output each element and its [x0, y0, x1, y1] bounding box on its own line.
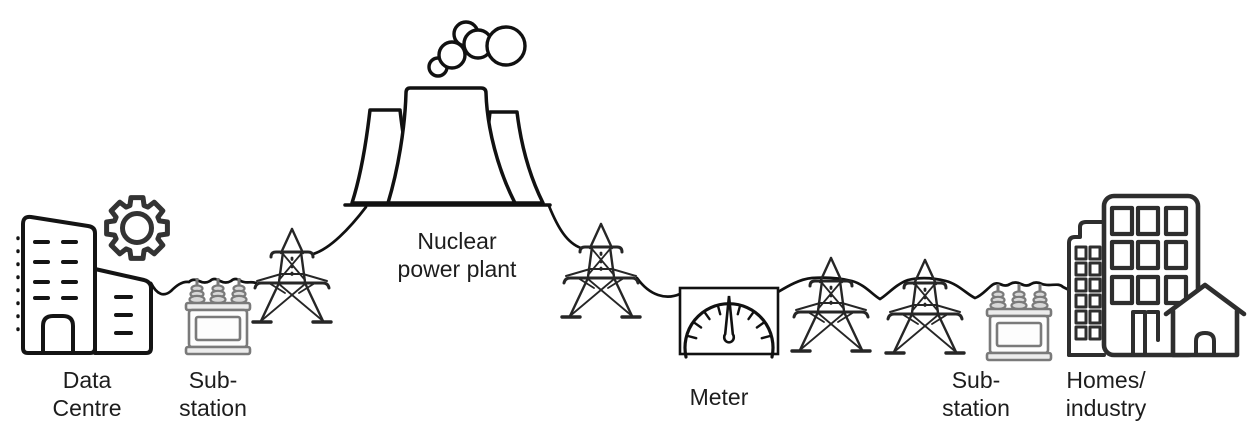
house-icon [1163, 282, 1247, 358]
label-line: power plant [397, 255, 517, 282]
pylon-icon-4 [884, 258, 966, 355]
label-homes-industry: Homes/ industry [1045, 367, 1167, 422]
wire-plant-to-pylon2 [547, 204, 583, 250]
label-substation-east: Sub- station [916, 367, 1036, 422]
gear-icon [104, 195, 170, 261]
substation-east-icon [987, 284, 1051, 360]
label-nuclear-power-plant: Nuclear power plant [377, 228, 537, 283]
big-windows [1109, 205, 1189, 306]
gauge-ticks [686, 304, 772, 340]
building-door [1131, 310, 1160, 357]
pylon-icon-1 [251, 227, 333, 324]
meter-icon [678, 286, 780, 359]
small-windows [1074, 245, 1102, 341]
wire-pylon1-to-plant [311, 205, 368, 256]
label-substation-west: Sub- station [153, 367, 273, 422]
cooling-tower-centre [386, 86, 517, 205]
nuclear-power-plant-icon [343, 20, 552, 207]
steam-cloud-icon [427, 20, 527, 78]
pylon-icon-2 [560, 222, 642, 319]
label-line: Nuclear [417, 228, 497, 254]
gauge-needle [722, 295, 736, 344]
label-line: industry [1065, 394, 1147, 421]
label-line: Sub- [951, 367, 1001, 393]
label-line: Meter [689, 384, 749, 410]
label-line: Homes/ [1066, 367, 1146, 393]
wire-meter-to-homes [776, 276, 1071, 301]
label-data-centre: Data Centre [27, 367, 147, 422]
pylon-icon-3 [790, 256, 872, 353]
label-line: station [179, 394, 247, 421]
label-line: Data [62, 367, 112, 393]
data-centre-icon [16, 195, 170, 355]
wire-pylon2-to-meter [635, 276, 682, 298]
label-meter: Meter [659, 384, 779, 412]
homes-industry-icon [1067, 193, 1247, 358]
substation-west-icon [186, 278, 250, 354]
label-line: station [942, 394, 1010, 421]
windows [33, 240, 133, 335]
label-line: Centre [52, 394, 122, 421]
label-line: Sub- [188, 367, 238, 393]
